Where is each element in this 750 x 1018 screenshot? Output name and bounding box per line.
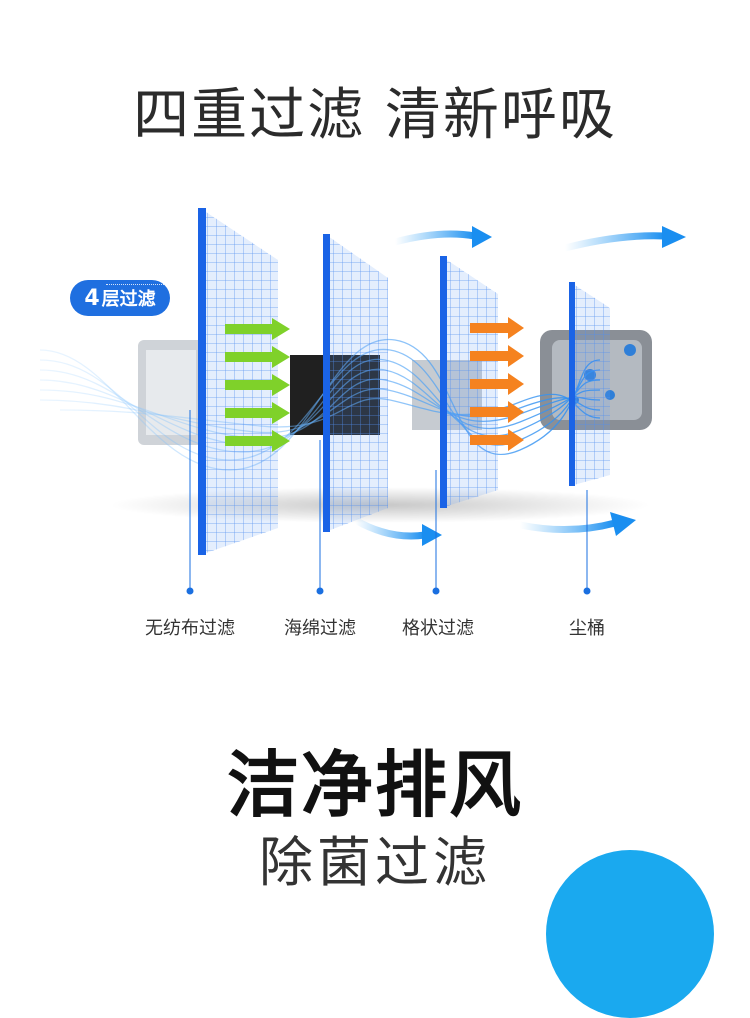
page-title: 四重过滤 清新呼吸 [133, 83, 617, 148]
filter-label-grid: 格状过滤 [402, 618, 474, 639]
badge-text: 层过滤 [101, 289, 156, 310]
filter-label-dustbin: 尘桶 [569, 618, 605, 639]
label-pointers [189, 410, 588, 590]
orange-arrows [470, 317, 524, 451]
layer-badge: 4 层过滤 [70, 280, 170, 316]
flow-arrows [353, 226, 686, 546]
green-arrows [225, 318, 290, 452]
filter-illustration [39, 208, 686, 595]
badge-number: 4 [84, 285, 100, 311]
filter-panel-dustbin [569, 282, 610, 486]
filter-label-nonwoven: 无纺布过滤 [145, 618, 235, 639]
filter-label-sponge: 海绵过滤 [284, 618, 356, 639]
badge-decoration [106, 284, 164, 289]
filter-panel-sponge [323, 234, 388, 532]
section-title: 洁净排风 [226, 743, 523, 827]
section-subtitle: 除菌过滤 [259, 831, 491, 894]
label-pointer-dots [186, 587, 591, 595]
decorative-circle [546, 850, 714, 1018]
inlet-housing [138, 340, 204, 445]
